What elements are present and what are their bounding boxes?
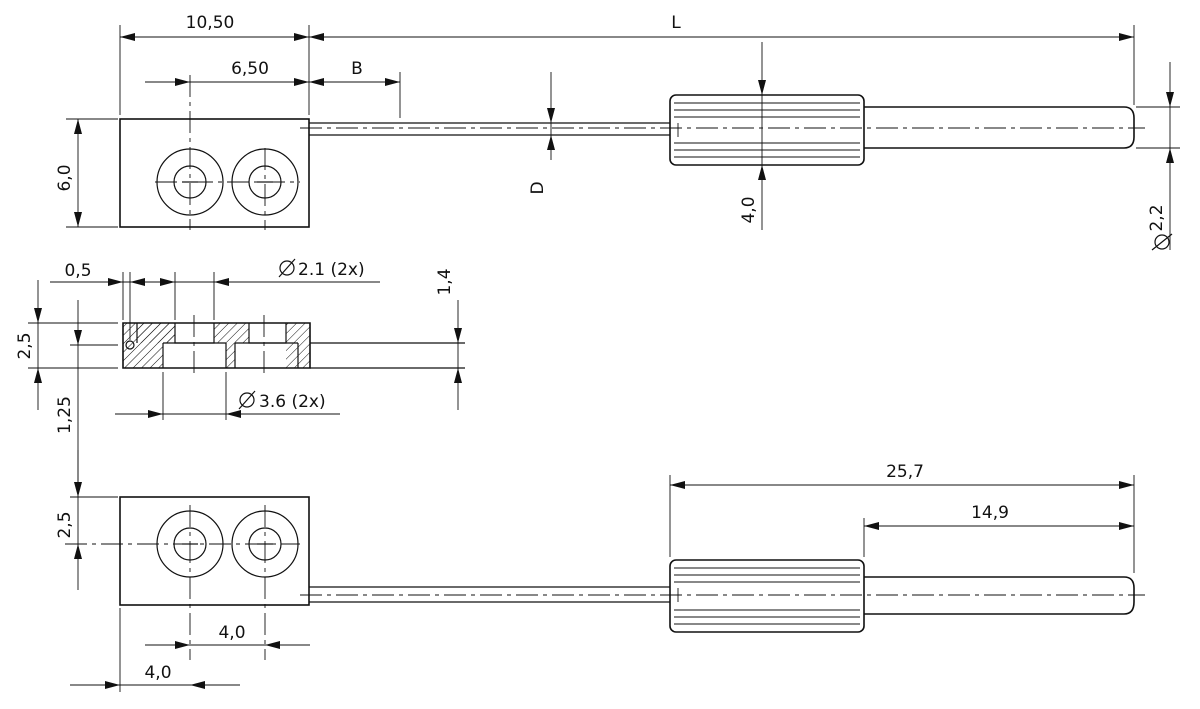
dim-D: D bbox=[528, 181, 548, 194]
bottom-knurl bbox=[669, 559, 865, 633]
section-view: 0,5 2.1 (2x) 3.6 (2x) 2,5 1,25 1,4 bbox=[15, 258, 465, 495]
dim-offset: 0,5 bbox=[64, 261, 91, 281]
bottom-body bbox=[119, 496, 310, 606]
dim-large-hole: 3.6 (2x) bbox=[259, 392, 326, 412]
dim-pin-offset: 1,25 bbox=[55, 396, 75, 434]
diameter-symbol-icon bbox=[278, 258, 296, 278]
dim-small-hole: 2.1 (2x) bbox=[298, 260, 365, 280]
top-holes bbox=[155, 75, 300, 230]
dim-hole-spacing-top: 6,50 bbox=[231, 59, 269, 79]
diameter-symbol-icon bbox=[238, 390, 256, 410]
dim-overall-length: L bbox=[671, 13, 681, 33]
dim-edge-to-first-hole: 4,0 bbox=[144, 663, 171, 683]
top-knurl bbox=[669, 94, 865, 166]
diameter-symbol-icon bbox=[1151, 233, 1173, 251]
dim-hole-spacing-bottom: 4,0 bbox=[218, 623, 245, 643]
dim-wire-dia: 1,4 bbox=[435, 268, 455, 295]
top-pin bbox=[864, 106, 1135, 149]
top-view: 10,50 L 6,50 B 6,0 D 4,0 2,2 bbox=[55, 13, 1180, 251]
bottom-holes bbox=[65, 505, 300, 660]
dim-pin-dia: 2,2 bbox=[1147, 204, 1167, 231]
top-body bbox=[119, 118, 310, 228]
dim-edge-to-hole: 2,5 bbox=[55, 511, 75, 538]
dim-pin-length: 14,9 bbox=[971, 503, 1009, 523]
dim-body-length: 10,50 bbox=[186, 13, 235, 33]
dim-knurl-total: 25,7 bbox=[886, 462, 924, 482]
dim-thickness: 2,5 bbox=[15, 332, 35, 359]
bottom-view: 25,7 14,9 2,5 4,0 4,0 bbox=[55, 450, 1145, 692]
dim-body-height: 6,0 bbox=[55, 164, 75, 191]
dim-B: B bbox=[351, 59, 363, 79]
dim-knurl-dia: 4,0 bbox=[739, 196, 759, 223]
